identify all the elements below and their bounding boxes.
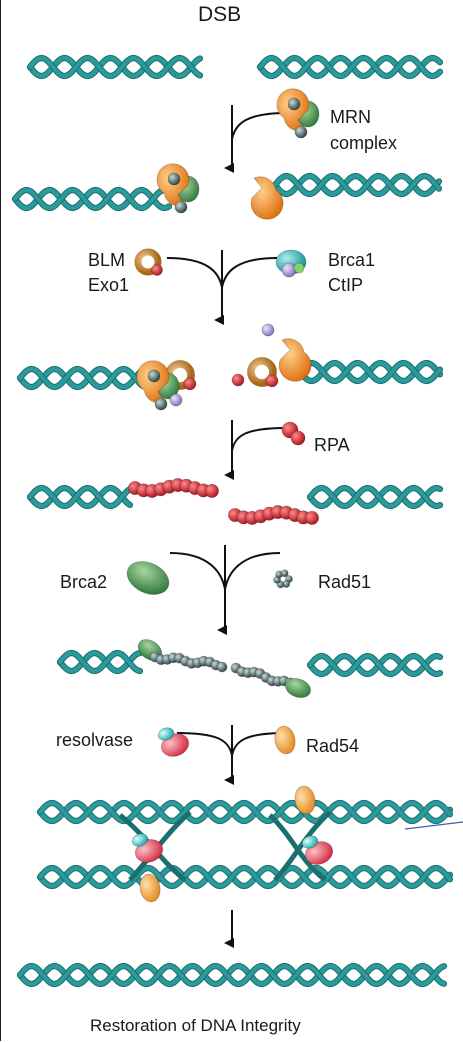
dna-strand	[27, 55, 203, 79]
merge-arrow	[176, 725, 288, 785]
dna-strand	[12, 187, 172, 211]
dna-strand	[57, 650, 143, 674]
dna-strand	[37, 865, 453, 889]
mrn-orange-subunit	[250, 176, 284, 220]
label-brca2: Brca2	[60, 572, 108, 592]
resolvase-cyan-subunit	[131, 833, 149, 847]
label-mrn: MRN	[330, 107, 371, 127]
dna-strand	[307, 485, 443, 509]
dna-strand	[257, 55, 443, 79]
dna-helix	[16, 365, 164, 391]
merge-arrow	[224, 105, 288, 173]
dna-strand	[12, 187, 172, 211]
dna-strand	[57, 650, 143, 674]
exo1-ring	[247, 357, 277, 387]
dna-strand	[27, 485, 133, 509]
ctip-subunit	[169, 393, 183, 407]
label-blm: BLM	[88, 250, 126, 270]
exo1-red-subunit	[265, 374, 279, 388]
dna-helix	[36, 864, 454, 890]
dna-strand	[17, 366, 163, 390]
crossover-strand	[273, 810, 332, 882]
ctip-subunit	[281, 262, 297, 278]
merge-arrow	[224, 420, 288, 480]
label-rad51: Rad51	[318, 572, 372, 592]
exo1-red-subunit	[231, 373, 245, 387]
resolvase-cyan-subunit	[157, 727, 175, 741]
dna-strand	[37, 800, 453, 824]
mrn-grey-subunit	[287, 97, 301, 111]
dna-helix	[36, 799, 454, 825]
rad54-subunit	[139, 873, 161, 903]
dna-strand	[272, 173, 442, 197]
title-dsb: DSB	[198, 3, 242, 26]
process-arrows	[166, 105, 463, 948]
rpa-icon	[290, 430, 306, 446]
rad51-icon-bead	[280, 569, 289, 578]
dna-strand	[17, 963, 447, 987]
rad54-subunit	[294, 785, 316, 815]
brca2-icon	[126, 561, 170, 595]
mrn-grey-subunit	[147, 369, 161, 383]
resolvase-cyan-subunit	[301, 835, 319, 849]
mrn-orange-subunit	[136, 360, 170, 404]
rad51-bead	[216, 661, 228, 673]
label-exo1: Exo1	[88, 275, 130, 295]
arrow-branch	[221, 257, 278, 288]
dna-helix	[306, 652, 444, 678]
exo1-red-subunit	[151, 264, 163, 276]
mrn-orange-subunit	[156, 163, 190, 207]
label-ctip: CtIP	[328, 275, 364, 295]
mrn-grey-subunit	[154, 397, 168, 411]
dna-strand	[297, 360, 443, 384]
label-brca1: Brca1	[328, 250, 376, 270]
dna-strand	[37, 800, 453, 824]
dna-helix	[11, 186, 173, 212]
label-complex: complex	[330, 133, 398, 153]
arrow-branch	[169, 552, 226, 590]
dna-helix	[26, 54, 204, 80]
pointer-line	[404, 821, 463, 830]
dna-strand	[37, 865, 453, 889]
dna-helices	[11, 54, 454, 988]
exo1-red-subunit	[183, 377, 197, 391]
dna-helix	[296, 359, 444, 385]
mrn-orange-subunit	[278, 338, 312, 382]
footer-caption: Restoration of DNA Integrity	[90, 1016, 301, 1035]
mrn-grey-subunit	[294, 125, 308, 139]
exo1-ring	[134, 248, 162, 276]
mrn-grey-subunit	[167, 172, 181, 186]
protein-glyphs	[126, 88, 334, 903]
ubiquitin-badge	[293, 262, 305, 274]
mrn-grey-subunit	[174, 200, 188, 214]
label-rpa: RPA	[314, 435, 350, 455]
dna-helix	[256, 54, 444, 80]
merge-arrow	[166, 250, 278, 325]
dna-strand	[307, 653, 443, 677]
label-resolvase: resolvase	[56, 730, 134, 750]
rpa-bead	[304, 510, 320, 525]
merge-arrow	[169, 545, 281, 635]
mrn-orange-subunit	[276, 88, 310, 132]
dna-strand	[27, 55, 203, 79]
arrow-branch	[231, 112, 288, 140]
ctip-subunit	[261, 323, 275, 337]
dna-strand	[27, 485, 133, 509]
arrow-branch	[231, 427, 288, 451]
rad54-subunit	[274, 725, 296, 755]
brca2-bound	[285, 678, 311, 698]
dna-helix	[306, 484, 444, 510]
arrow-branch	[166, 257, 223, 288]
arrow-branch	[176, 732, 233, 756]
arrow-branch	[224, 552, 281, 590]
dna-helix	[271, 172, 443, 198]
rpa-bead	[204, 483, 220, 498]
dna-helix	[16, 962, 448, 988]
dna-helix	[56, 649, 144, 675]
dna-helix	[26, 484, 134, 510]
label-rad54: Rad54	[306, 736, 360, 756]
